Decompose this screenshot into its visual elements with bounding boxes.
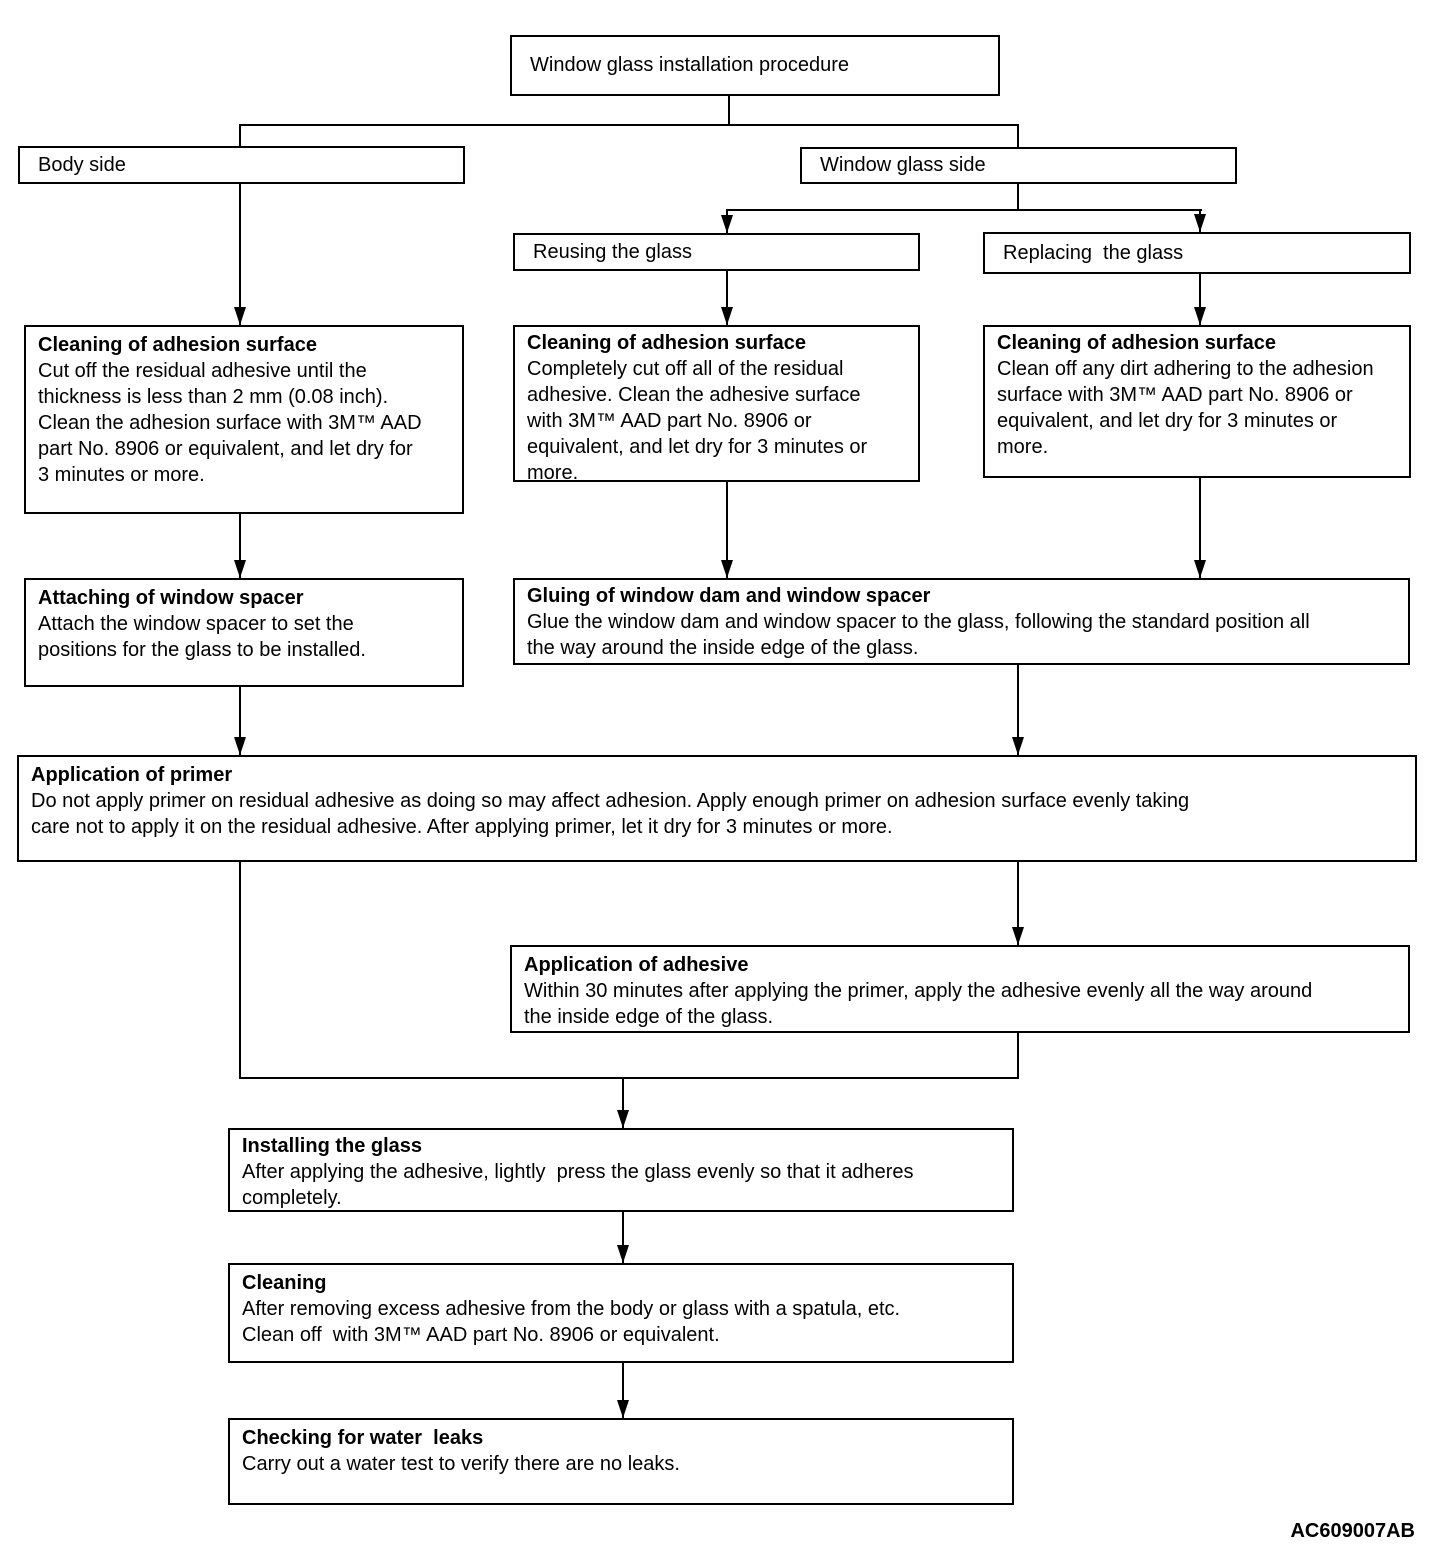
arrow-down-icon	[617, 1110, 629, 1128]
arrow-down-icon	[721, 560, 733, 578]
node-cleaning-adhesion-body-side-title: Cleaning of adhesion surface	[38, 334, 317, 356]
node-application-of-primer-body: Do not apply primer on residual adhesive…	[31, 790, 1190, 838]
node-gluing-window-dam-spacer: Gluing of window dam and window spacer G…	[513, 578, 1410, 665]
flow-line	[622, 1212, 624, 1263]
node-cleaning-body: After removing excess adhesive from the …	[242, 1298, 901, 1346]
node-cleaning-adhesion-replace: Cleaning of adhesion surface Clean off a…	[983, 325, 1411, 478]
node-cleaning-adhesion-reuse: Cleaning of adhesion surface Completely …	[513, 325, 920, 484]
arrow-down-icon	[617, 1245, 629, 1263]
flow-line	[239, 687, 241, 755]
flow-line	[1017, 184, 1019, 211]
node-checking-water-leaks-body: Carry out a water test to verify there a…	[242, 1453, 680, 1475]
node-attaching-window-spacer-title: Attaching of window spacer	[38, 587, 304, 609]
flow-line	[622, 1078, 624, 1128]
node-title-label: Window glass installation procedure	[530, 54, 850, 76]
node-application-of-adhesive: Application of adhesive Within 30 minute…	[510, 945, 1410, 1033]
node-attaching-window-spacer: Attaching of window spacer Attach the wi…	[24, 578, 464, 687]
flow-line	[239, 1077, 1019, 1079]
node-cleaning: Cleaning After removing excess adhesive …	[228, 1263, 1014, 1363]
flow-line	[1017, 862, 1019, 945]
flow-line	[726, 271, 728, 325]
node-title: Window glass installation procedure	[510, 35, 1000, 96]
flow-line	[1017, 125, 1019, 147]
arrow-down-icon	[1194, 560, 1206, 578]
flow-line	[1199, 478, 1201, 578]
node-checking-water-leaks: Checking for water leaks Carry out a wat…	[228, 1418, 1014, 1505]
node-reusing-label: Reusing the glass	[533, 240, 692, 263]
flow-line	[239, 514, 241, 578]
node-cleaning-title: Cleaning	[242, 1272, 327, 1294]
flow-line	[622, 1363, 624, 1418]
arrow-down-icon	[1012, 737, 1024, 755]
node-installing-the-glass: Installing the glass After applying the …	[228, 1128, 1014, 1212]
node-cleaning-adhesion-replace-title: Cleaning of adhesion surface	[997, 332, 1276, 354]
node-checking-water-leaks-title: Checking for water leaks	[242, 1427, 484, 1449]
arrow-down-icon	[617, 1400, 629, 1418]
node-cleaning-adhesion-replace-body: Clean off any dirt adhering to the adhes…	[997, 358, 1374, 458]
node-installing-the-glass-body: After applying the adhesive, lightly pre…	[242, 1161, 914, 1209]
node-gluing-window-dam-spacer-title: Gluing of window dam and window spacer	[527, 585, 931, 607]
flow-line	[726, 482, 728, 578]
node-reusing-the-glass: Reusing the glass	[513, 233, 920, 271]
arrow-down-icon	[721, 215, 733, 233]
node-application-of-primer-title: Application of primer	[31, 764, 233, 786]
node-gluing-window-dam-spacer-body: Glue the window dam and window spacer to…	[527, 611, 1310, 659]
flow-line	[239, 124, 1019, 126]
node-cleaning-adhesion-body-side-body: Cut off the residual adhesive until the …	[38, 360, 422, 486]
node-installing-the-glass-title: Installing the glass	[242, 1135, 423, 1157]
node-cleaning-adhesion-reuse-title: Cleaning of adhesion surface	[527, 332, 806, 354]
node-body-side: Body side	[18, 146, 465, 184]
arrow-down-icon	[234, 737, 246, 755]
node-window-glass-side-label: Window glass side	[820, 154, 986, 176]
flow-line	[1199, 274, 1201, 325]
node-application-of-adhesive-body: Within 30 minutes after applying the pri…	[524, 980, 1313, 1028]
node-replacing-the-glass: Replacing the glass	[983, 232, 1411, 274]
arrow-down-icon	[1194, 307, 1206, 325]
node-body-side-label: Body side	[38, 153, 126, 176]
arrow-down-icon	[1012, 927, 1024, 945]
figure-code: AC609007AB	[1290, 1520, 1415, 1542]
arrow-down-icon	[234, 560, 246, 578]
flow-line	[728, 96, 730, 126]
node-attaching-window-spacer-body: Attach the window spacer to set the posi…	[38, 613, 366, 661]
arrow-down-icon	[1194, 214, 1206, 232]
arrow-down-icon	[234, 307, 246, 325]
flow-line	[726, 209, 1202, 211]
node-cleaning-adhesion-reuse-body: Completely cut off all of the residual a…	[527, 358, 868, 484]
flow-line	[239, 862, 241, 1079]
arrow-down-icon	[721, 307, 733, 325]
flow-line	[1017, 665, 1019, 755]
node-window-glass-side: Window glass side	[800, 147, 1237, 184]
flow-line	[239, 184, 241, 325]
node-application-of-adhesive-title: Application of adhesive	[524, 954, 749, 976]
flow-line	[239, 125, 241, 146]
flow-line	[1017, 1033, 1019, 1079]
node-replacing-label: Replacing the glass	[1003, 241, 1184, 264]
node-application-of-primer: Application of primer Do not apply prime…	[17, 755, 1417, 862]
node-cleaning-adhesion-body-side: Cleaning of adhesion surface Cut off the…	[24, 325, 464, 514]
